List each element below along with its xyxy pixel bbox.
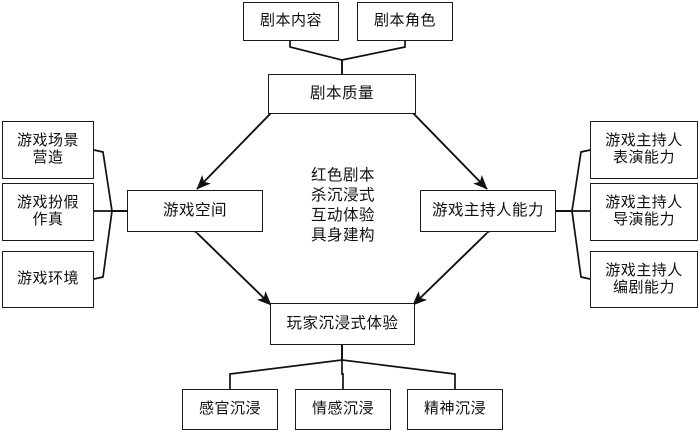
node-host-ability[interactable]: 游戏主持人能力 [420,190,556,232]
connector-host-experience [412,219,502,306]
connector-scene-building [93,149,127,212]
node-script-content-label: 剧本内容 [259,13,322,30]
node-game-environment[interactable]: 游戏环境 [2,251,94,308]
node-host-ability-label: 游戏主持人能力 [431,202,544,220]
node-game-space[interactable]: 游戏空间 [127,190,263,232]
node-game-space-label: 游戏空间 [162,202,227,220]
node-scene-building-label: 游戏场景 营造 [16,133,79,166]
node-script-role-label: 剧本角色 [373,13,436,30]
node-script-quality-label: 剧本质量 [309,85,374,103]
node-role-play-label: 游戏扮假 作真 [16,195,79,228]
connector-quality-host [399,98,488,190]
connector-host-performance [556,149,591,212]
node-player-experience[interactable]: 玩家沉浸式体验 [270,303,415,345]
center-caption: 红色剧本 杀沉浸式 互动体验 具身建构 [310,167,375,244]
node-host-writing[interactable]: 游戏主持人 编剧能力 [590,251,698,308]
connector-script-role [341,40,406,74]
connector-game-environment [93,210,127,280]
node-spiritual-immersion[interactable]: 精神沉浸 [407,389,503,430]
node-emotional-immersion-label: 情感沉浸 [311,401,374,418]
node-player-experience-label: 玩家沉浸式体验 [286,315,399,333]
node-host-directing-label: 游戏主持人 导演能力 [605,195,683,228]
node-host-performance[interactable]: 游戏主持人 表演能力 [590,121,698,179]
node-script-quality[interactable]: 剧本质量 [268,74,416,114]
connector-script-content [289,40,343,74]
node-script-role[interactable]: 剧本角色 [357,2,453,41]
node-role-play[interactable]: 游戏扮假 作真 [2,183,94,241]
node-script-content[interactable]: 剧本内容 [243,2,339,41]
node-sensory-immersion-label: 感官沉浸 [198,401,261,418]
node-scene-building[interactable]: 游戏场景 营造 [2,121,94,179]
connector-space-experience [182,219,272,306]
node-game-environment-label: 游戏环境 [16,271,79,288]
node-host-performance-label: 游戏主持人 表演能力 [605,133,683,166]
connector-spiritual-immersion [341,345,456,389]
node-spiritual-immersion-label: 精神沉浸 [423,401,486,418]
node-emotional-immersion[interactable]: 情感沉浸 [295,389,391,430]
connector-host-writing [556,210,591,280]
connector-quality-space [196,98,285,190]
node-host-directing[interactable]: 游戏主持人 导演能力 [590,183,698,241]
node-host-writing-label: 游戏主持人 编剧能力 [605,262,683,296]
node-sensory-immersion[interactable]: 感官沉浸 [182,389,278,430]
connector-sensory-immersion [229,345,343,389]
